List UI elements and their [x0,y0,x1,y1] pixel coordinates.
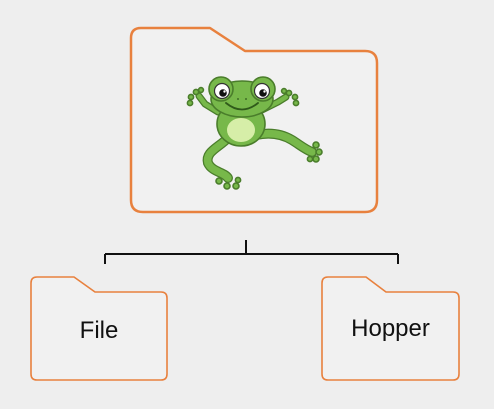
hopper-folder-label: Hopper [351,315,430,342]
hopper-folder-shape[interactable] [321,276,460,381]
file-folder-shape[interactable] [30,276,168,381]
file-folder-label: File [79,317,119,344]
frog-mascot-icon [186,76,323,190]
tree-connector [104,240,399,264]
root-folder[interactable] [129,26,379,214]
